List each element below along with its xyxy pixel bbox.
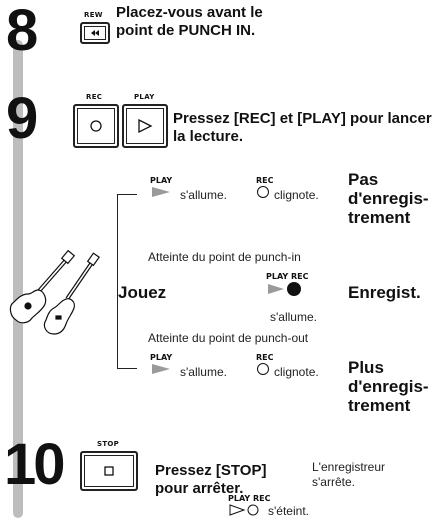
step10-instruction: Pressez [STOP] pour arrêter. <box>155 462 267 497</box>
play-indicator-icon <box>152 187 170 197</box>
punch-in-label: Atteinte du point de punch-in <box>148 250 301 264</box>
square-icon <box>104 466 114 476</box>
step10-icon-status: s'éteint. <box>268 504 309 518</box>
step8-instruction: Placez-vous avant le point de PUNCH IN. <box>116 4 263 39</box>
rew-button-label: REW <box>84 11 103 19</box>
step-number-8: 8 <box>6 0 39 63</box>
step-progress-bar <box>13 40 23 518</box>
row1-play-icon: PLAY <box>150 176 172 199</box>
play-triangle-icon <box>138 118 153 134</box>
play-indicator-icon <box>152 364 170 374</box>
circle-icon <box>90 120 102 132</box>
row1-rec-status: clignote. <box>274 188 319 202</box>
stop-button-label: STOP <box>97 440 120 448</box>
step10-note: L'enregistreur s'arrête. <box>312 460 385 489</box>
row1-rec-label: REC <box>256 176 274 185</box>
play-rec-off-icon <box>229 504 259 516</box>
guitars-icon <box>9 250 100 335</box>
punch-out-label: Atteinte du point de punch-out <box>148 331 309 345</box>
row1-play-status: s'allume. <box>180 188 227 202</box>
play-rec-on-icon <box>268 282 301 296</box>
row1-play-label: PLAY <box>150 176 173 185</box>
row3-rec-icon: REC <box>256 353 274 376</box>
flow-connector-vertical <box>117 194 118 368</box>
row3-rec-label: REC <box>256 353 274 362</box>
step-number-10: 10 <box>4 432 65 497</box>
rec-indicator-icon <box>257 363 269 375</box>
row3-result: Plus d'enregis-trement <box>348 358 429 415</box>
row1-rec-icon: REC <box>256 176 274 199</box>
rewind-icon <box>91 30 99 36</box>
play-instruction: Jouez <box>118 283 167 302</box>
row3-play-status: s'allume. <box>180 365 227 379</box>
rec-button[interactable] <box>73 104 119 148</box>
step-number-9: 9 <box>6 86 39 151</box>
step10-icons: PLAY REC <box>228 494 270 517</box>
step10-icon-labels: PLAY REC <box>228 494 271 503</box>
row2-status: s'allume. <box>270 310 317 324</box>
row3-play-icon: PLAY <box>150 353 172 376</box>
flow-connector-bottom <box>117 368 137 369</box>
row1-result: Pas d'enregis-trement <box>348 170 429 227</box>
rec-indicator-icon <box>257 186 269 198</box>
row3-rec-status: clignote. <box>274 365 319 379</box>
stop-button[interactable] <box>80 451 138 491</box>
rew-button[interactable] <box>80 22 110 44</box>
step9-instruction: Pressez [REC] et [PLAY] pour lancer la l… <box>173 110 432 145</box>
row2-result: Enregist. <box>348 283 421 302</box>
row2-labels: PLAY REC <box>266 272 309 281</box>
play-button-label: PLAY <box>134 93 155 101</box>
flow-connector-top <box>117 194 137 195</box>
play-button[interactable] <box>122 104 168 148</box>
row3-play-label: PLAY <box>150 353 173 362</box>
rec-button-label: REC <box>86 93 103 101</box>
row2-icons: PLAY REC <box>266 272 310 297</box>
